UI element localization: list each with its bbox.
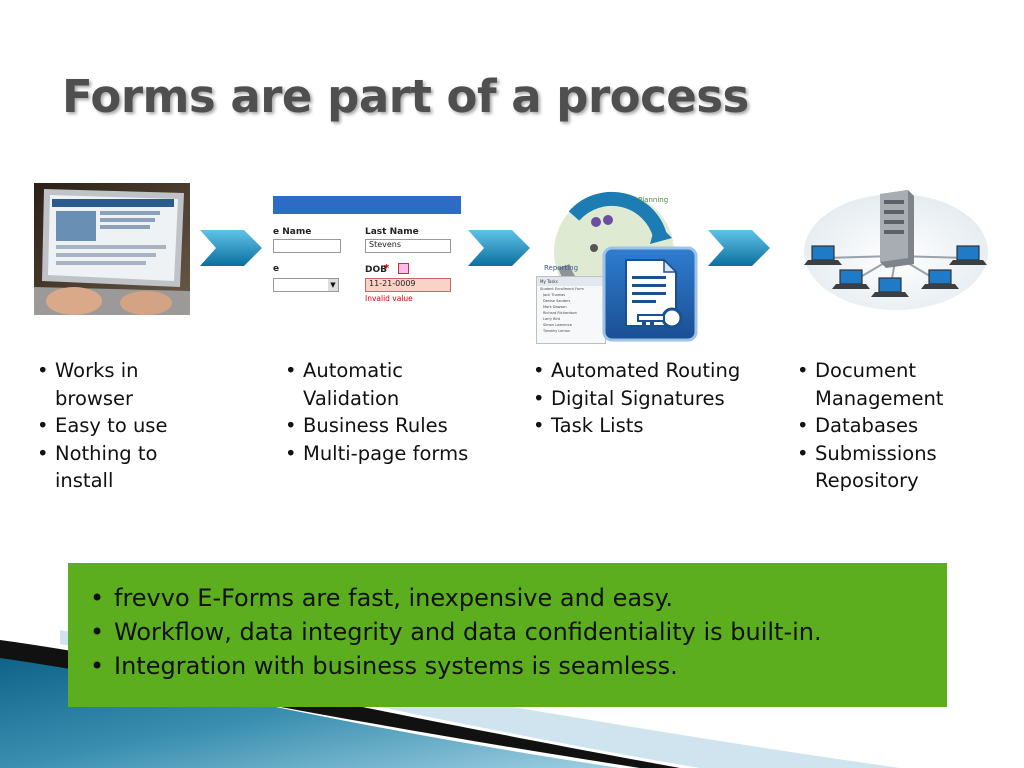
summary-item: frevvo E-Forms are fast, inexpensive and… <box>88 581 822 615</box>
column-1-bullets: Works in browser Easy to use Nothing to … <box>33 357 213 495</box>
task-list-item: Larry Bird <box>543 317 561 321</box>
column-3-bullets: Automated Routing Digital Signatures Tas… <box>529 357 764 440</box>
workflow-routing-graphic: Planning Reporting My Tasks Student Enro… <box>530 186 700 346</box>
last-name-value: Stevens <box>369 240 402 249</box>
task-list-header: My Tasks <box>537 277 605 286</box>
partial-label: e <box>273 264 280 274</box>
dob-field: 11-21-0009 <box>365 278 451 292</box>
signed-document-key-icon <box>602 246 698 342</box>
list-item: Automatic Validation <box>281 357 481 412</box>
reporting-label: Reporting <box>544 264 579 272</box>
arrow-right-icon <box>708 230 770 266</box>
list-item: Business Rules <box>281 412 481 440</box>
server-network-graphic <box>800 186 992 312</box>
list-item: Databases <box>793 412 973 440</box>
last-name-field: Stevens <box>365 239 451 253</box>
summary-item: Workflow, data integrity and data confid… <box>88 615 822 649</box>
task-list-panel: My Tasks Student Enrollment Form Jack Th… <box>536 276 606 344</box>
list-item: Document Management <box>793 357 973 412</box>
first-name-field <box>273 239 341 253</box>
column-4-bullets: Document Management Databases Submission… <box>793 357 973 495</box>
last-name-label: Last Name <box>365 227 419 237</box>
list-item: Submissions Repository <box>793 440 973 495</box>
slide-title: Forms are part of a process <box>62 70 749 123</box>
task-list-item: Mark Dawson <box>543 305 567 309</box>
task-list-item: Student Enrollment Form <box>540 287 584 291</box>
task-list-item: Jack Thomas <box>543 293 566 297</box>
error-text: Invalid value <box>365 294 413 303</box>
task-list-item: Simon Lawrence <box>543 323 572 327</box>
chevron-down-icon: ▼ <box>328 279 338 291</box>
task-list-item: Timothy Lemon <box>543 329 571 333</box>
form-validation-screenshot: e Name Last Name Stevens e ▼ DOB * 11-21… <box>273 196 461 308</box>
first-name-label: e Name <box>273 227 312 237</box>
summary-item: Integration with business systems is sea… <box>88 649 822 683</box>
calendar-icon <box>398 263 409 274</box>
arrow-right-icon <box>468 230 530 266</box>
list-item: Easy to use <box>33 412 213 440</box>
task-list-item: Richard Richardson <box>543 311 577 315</box>
required-mark: * <box>384 263 390 274</box>
planning-label: Planning <box>638 196 669 204</box>
dob-label: DOB <box>365 265 387 275</box>
summary-box: frevvo E-Forms are fast, inexpensive and… <box>68 563 947 707</box>
laptop-photo <box>34 183 190 315</box>
list-item: Nothing to install <box>33 440 213 495</box>
column-2-bullets: Automatic Validation Business Rules Mult… <box>281 357 481 467</box>
dob-value: 11-21-0009 <box>369 279 416 288</box>
list-item: Automated Routing <box>529 357 764 385</box>
summary-list: frevvo E-Forms are fast, inexpensive and… <box>88 581 822 683</box>
list-item: Digital Signatures <box>529 385 764 413</box>
arrow-right-icon <box>200 230 262 266</box>
list-item: Multi-page forms <box>281 440 481 468</box>
task-list-item: Denise Sanders <box>543 299 571 303</box>
list-item: Works in browser <box>33 357 213 412</box>
select-field: ▼ <box>273 278 339 292</box>
list-item: Task Lists <box>529 412 764 440</box>
